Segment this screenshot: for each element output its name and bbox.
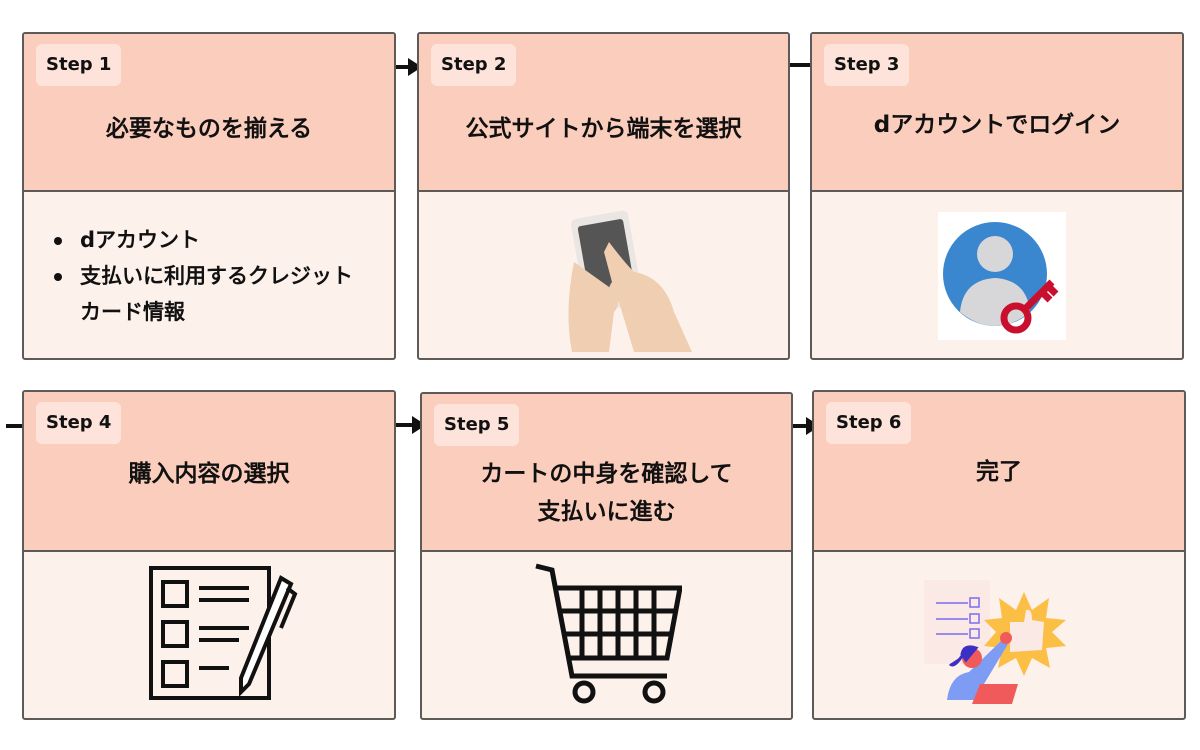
step-header: Step 3 dアカウントでログイン	[812, 34, 1182, 192]
step-header: Step 6 完了	[814, 392, 1184, 552]
thumbs-up-celebration-icon	[924, 580, 1066, 704]
step-header: Step 2 公式サイトから端末を選択	[419, 34, 788, 192]
step-title: 公式サイトから端末を選択	[465, 116, 742, 142]
step-body	[814, 552, 1184, 718]
step-badge: Step 5	[434, 404, 520, 446]
step-card-2: Step 2 公式サイトから端末を選択	[417, 32, 790, 360]
shopping-cart-icon	[535, 563, 682, 704]
user-key-icon	[938, 212, 1066, 340]
step-card-1: Step 1 必要なものを揃える dアカウント 支払いに利用するクレジットカード…	[22, 32, 396, 360]
list-item: 支払いに利用するクレジットカード情報	[54, 258, 370, 330]
step-title: 購入内容の選択	[128, 461, 290, 487]
step-header: Step 5 カートの中身を確認して 支払いに進む	[422, 394, 791, 552]
step-body	[24, 552, 394, 718]
step-card-5: Step 5 カートの中身を確認して 支払いに進む	[420, 392, 793, 720]
step-card-6: Step 6 完了	[812, 390, 1186, 720]
step-title: 必要なものを揃える	[105, 116, 313, 142]
step-header: Step 1 必要なものを揃える	[24, 34, 394, 192]
step-title-line-2: 支払いに進む	[537, 499, 676, 525]
step-body	[419, 192, 788, 358]
requirements-list: dアカウント 支払いに利用するクレジットカード情報	[24, 222, 370, 330]
step-body	[422, 552, 791, 718]
step-body	[812, 192, 1182, 358]
step-badge: Step 2	[431, 44, 517, 86]
step-title: dアカウントでログイン	[873, 112, 1121, 138]
step-badge: Step 4	[36, 402, 122, 444]
step-body: dアカウント 支払いに利用するクレジットカード情報	[24, 192, 394, 358]
step-badge: Step 3	[824, 44, 910, 86]
step-badge: Step 1	[36, 44, 122, 86]
step-title-line-1: カートの中身を確認して	[480, 461, 733, 487]
checklist-pen-icon	[149, 566, 298, 700]
step-header: Step 4 購入内容の選択	[24, 392, 394, 552]
step-badge: Step 6	[826, 402, 912, 444]
step-card-3: Step 3 dアカウントでログイン	[810, 32, 1184, 360]
list-item: dアカウント	[54, 222, 370, 258]
smartphone-hand-icon	[568, 210, 692, 352]
step-title: 完了	[976, 459, 1022, 485]
step-card-4: Step 4 購入内容の選択	[22, 390, 396, 720]
